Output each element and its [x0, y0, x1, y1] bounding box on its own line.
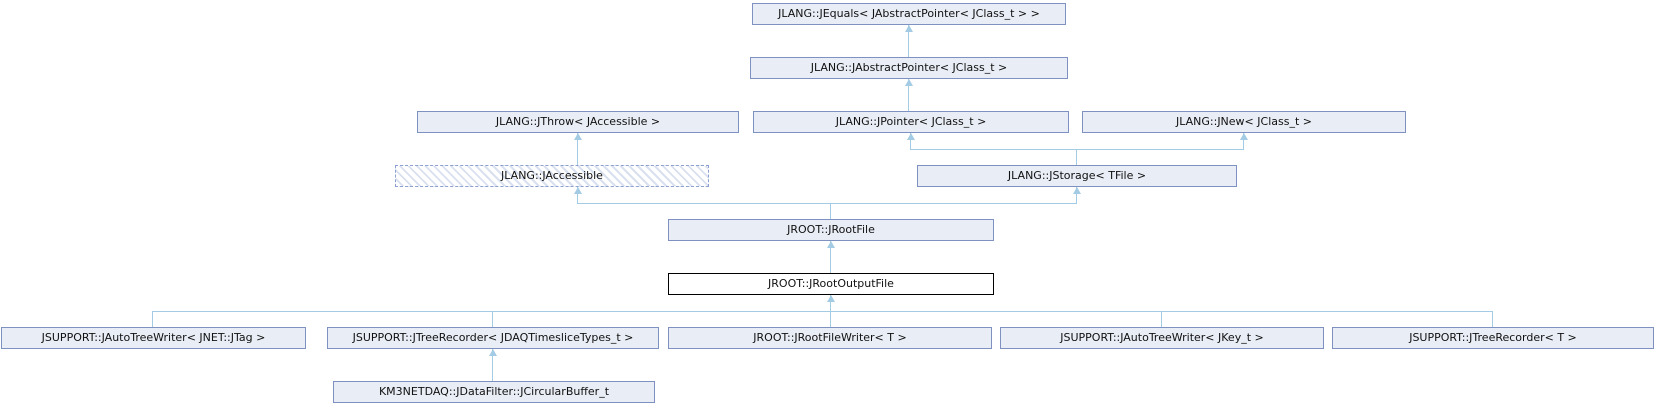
arrowhead-up-icon — [907, 133, 915, 140]
inheritance-edge — [492, 349, 493, 381]
inheritance-edge — [908, 79, 909, 111]
inheritance-edge — [910, 133, 911, 149]
class-node-jroot-jrootoutputfile: JROOT::JRootOutputFile — [668, 273, 994, 295]
arrowhead-up-icon — [574, 187, 582, 194]
class-node-jroot-jrootfilewriter[interactable]: JROOT::JRootFileWriter< T > — [668, 327, 992, 349]
inheritance-edge — [910, 149, 1244, 150]
class-node-jlang-jequals[interactable]: JLANG::JEquals< JAbstractPointer< JClass… — [752, 3, 1066, 25]
inheritance-edge — [908, 25, 909, 57]
inheritance-edge — [1076, 187, 1077, 203]
class-node-jsupport-jautotreewriter-jkey[interactable]: JSUPPORT::JAutoTreeWriter< JKey_t > — [1000, 327, 1324, 349]
inheritance-edge — [577, 203, 1077, 204]
inheritance-edge — [1161, 311, 1162, 327]
class-node-km3netdaq-jcircularbuffer[interactable]: KM3NETDAQ::JDataFilter::JCircularBuffer_… — [333, 381, 655, 403]
arrowhead-up-icon — [489, 349, 497, 356]
inheritance-edge — [577, 187, 578, 203]
inheritance-edge — [1492, 311, 1493, 327]
arrowhead-up-icon — [827, 241, 835, 248]
inheritance-edge — [830, 203, 831, 219]
inheritance-edge — [152, 311, 153, 327]
arrowhead-up-icon — [574, 133, 582, 140]
class-node-jroot-jrootfile[interactable]: JROOT::JRootFile — [668, 219, 994, 241]
class-node-jsupport-jautotreewriter-jnet-jtag[interactable]: JSUPPORT::JAutoTreeWriter< JNET::JTag > — [1, 327, 306, 349]
inheritance-edge — [577, 133, 578, 165]
arrowhead-up-icon — [1240, 133, 1248, 140]
inheritance-edge — [830, 241, 831, 273]
arrowhead-up-icon — [905, 25, 913, 32]
class-node-jlang-jstorage[interactable]: JLANG::JStorage< TFile > — [917, 165, 1237, 187]
class-node-jlang-jabstractpointer[interactable]: JLANG::JAbstractPointer< JClass_t > — [750, 57, 1068, 79]
class-node-jlang-jaccessible[interactable]: JLANG::JAccessible — [395, 165, 709, 187]
arrowhead-up-icon — [827, 295, 835, 302]
class-node-jlang-jpointer[interactable]: JLANG::JPointer< JClass_t > — [753, 111, 1069, 133]
inheritance-edge — [1076, 149, 1077, 165]
inheritance-edge — [492, 311, 493, 327]
inheritance-edge — [152, 311, 1493, 312]
arrowhead-up-icon — [905, 79, 913, 86]
class-node-jlang-jnew[interactable]: JLANG::JNew< JClass_t > — [1082, 111, 1406, 133]
class-node-jsupport-jtreerecorder-jdaqtimeslicetypes[interactable]: JSUPPORT::JTreeRecorder< JDAQTimesliceTy… — [327, 327, 659, 349]
class-node-jlang-jthrow[interactable]: JLANG::JThrow< JAccessible > — [417, 111, 739, 133]
arrowhead-up-icon — [1073, 187, 1081, 194]
inheritance-edge — [1243, 133, 1244, 149]
class-node-jsupport-jtreerecorder-t[interactable]: JSUPPORT::JTreeRecorder< T > — [1332, 327, 1654, 349]
